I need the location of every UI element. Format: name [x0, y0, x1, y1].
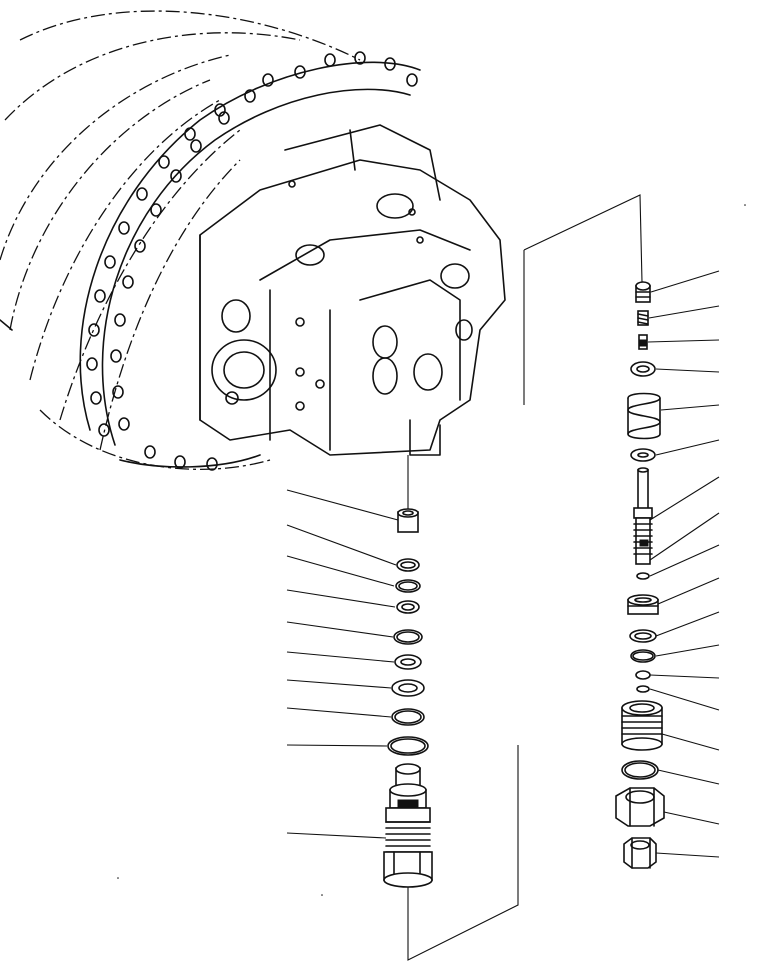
bolt-hole-10: [150, 203, 162, 217]
callout-leader-right-16: [657, 769, 720, 785]
backup-ring: [391, 679, 425, 697]
bolt-hole-24: [136, 187, 148, 201]
callout-leader-right-7: [649, 476, 720, 521]
callout-leader-left-5: [286, 621, 394, 638]
bolt-hole-26: [184, 127, 196, 141]
bolt-hole-27: [214, 103, 226, 117]
nut-large: [615, 787, 665, 827]
callout-leader-right-11: [655, 611, 720, 637]
left-callout-leaders: [286, 489, 399, 839]
callout-leader-right-14: [649, 688, 720, 711]
bolt-hole-4: [384, 57, 396, 71]
right-column-parts: [615, 281, 665, 869]
backup-ring: [394, 654, 422, 670]
nut-small: [623, 837, 657, 869]
spool: [633, 467, 653, 565]
callout-leader-left-2: [286, 524, 397, 566]
bolt-hole-11: [134, 239, 146, 253]
callout-leader-right-2: [648, 305, 720, 319]
callout-leader-right-8: [649, 512, 720, 561]
bolt-hole-20: [88, 323, 100, 337]
sleeve: [627, 594, 659, 615]
bolt-hole-8: [190, 139, 202, 153]
o-ring: [635, 670, 651, 680]
o-ring: [387, 736, 429, 756]
callout-leader-right-9: [649, 544, 720, 577]
callout-leader-right-6: [655, 439, 720, 456]
callout-leader-left-9: [286, 744, 388, 747]
bolt-hole-12: [122, 275, 134, 289]
valve-cartridge: [383, 763, 433, 888]
callout-leader-left-1: [286, 489, 399, 521]
callout-leader-left-6: [286, 651, 395, 663]
bolt-hole-2: [324, 53, 336, 67]
plug-part: [397, 508, 419, 533]
callout-leader-right-4: [655, 368, 720, 373]
final-drive-housing-outline: [0, 10, 361, 471]
callout-leader-right-5: [660, 404, 720, 411]
callout-leader-right-3: [647, 339, 720, 343]
bolt-hole-25: [158, 155, 170, 169]
bolt-hole-16: [118, 417, 130, 431]
bolt-hole-18: [90, 391, 102, 405]
o-ring: [396, 558, 420, 572]
bolt-hole-15: [112, 385, 124, 399]
bolt-hole-29: [144, 445, 156, 459]
bolt-hole-17: [98, 423, 110, 437]
bolt-ring: [79, 51, 421, 471]
callout-leader-left-4: [286, 589, 396, 608]
plug-body: [621, 700, 663, 751]
bolt-hole-31: [206, 457, 218, 471]
bolt-hole-5: [406, 73, 418, 87]
pin: [638, 334, 648, 350]
main-spring: [627, 392, 661, 440]
cap-part: [635, 281, 651, 303]
bolt-hole-30: [174, 455, 186, 469]
callout-leader-left-10: [286, 832, 387, 839]
bolt-hole-14: [110, 349, 122, 363]
bolt-hole-13: [114, 313, 126, 327]
motor-body: [199, 124, 506, 456]
bolt-hole-28: [262, 73, 274, 87]
callout-leader-left-3: [286, 555, 395, 587]
bolt-hole-9: [170, 169, 182, 183]
seat: [630, 361, 656, 377]
callout-leader-right-13: [649, 674, 720, 679]
left-column-parts: [383, 508, 433, 888]
callout-leader-right-1: [650, 270, 720, 293]
callout-leader-right-12: [655, 644, 720, 657]
backup-ring: [396, 600, 420, 614]
group-bracket: [407, 194, 643, 961]
right-callout-leaders: [647, 270, 720, 858]
callout-leader-right-18: [655, 852, 720, 858]
o-ring: [636, 685, 650, 693]
callout-leader-right-10: [657, 577, 720, 605]
callout-leader-right-15: [661, 733, 720, 751]
callout-leader-left-8: [286, 707, 392, 718]
bolt-hole-21: [94, 289, 106, 303]
spring-small: [637, 310, 649, 326]
bolt-hole-22: [104, 255, 116, 269]
retainer: [630, 448, 656, 462]
bolt-hole-19: [86, 357, 98, 371]
bolt-hole-23: [118, 221, 130, 235]
bolt-hole-1: [294, 65, 306, 79]
o-ring: [629, 629, 657, 643]
callout-leader-left-7: [286, 679, 392, 689]
bolt-hole-3: [354, 51, 366, 65]
ring: [636, 572, 650, 580]
bolt-hole-6: [244, 89, 256, 103]
callout-leader-right-17: [663, 811, 720, 825]
